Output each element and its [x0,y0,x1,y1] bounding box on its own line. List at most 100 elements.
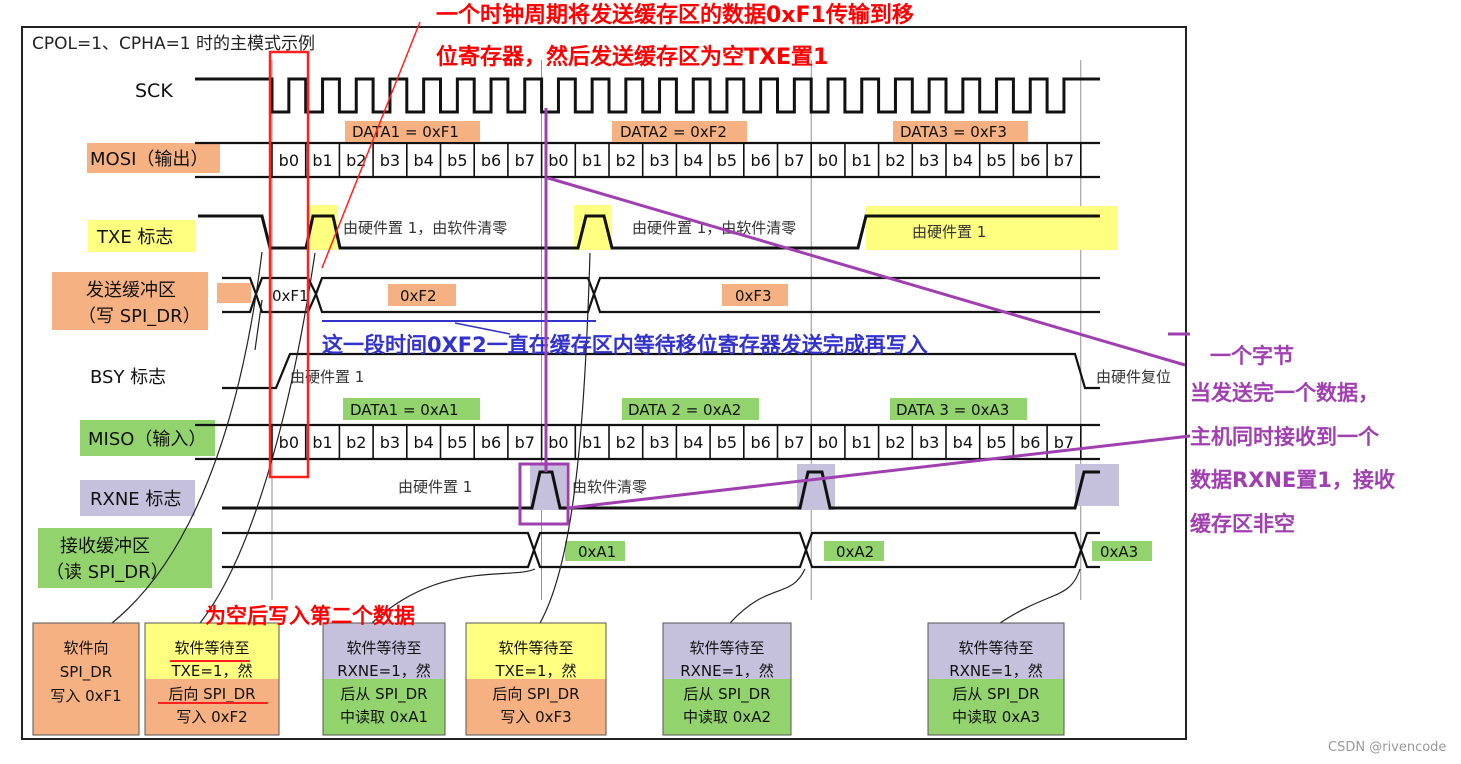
rxne-waveform [222,470,1100,510]
watermark: CSDN @rivencode [1328,740,1446,755]
label-miso: MISO（输入） [88,429,206,450]
miso-bit-label: b1 [312,433,332,452]
label-sck: SCK [135,80,173,102]
bsy-note-1: 由硬件置 1 [290,368,364,386]
label-bsy: BSY 标志 [90,367,166,388]
bsy-note-2: 由硬件复位 [1096,368,1171,386]
sck-square-wave [195,77,1100,114]
mosi-bit-label: b6 [750,151,770,170]
mosi-bit-label: b4 [413,151,433,170]
software-box-top [466,623,606,679]
txe-note-1: 由硬件置 1，由软件清零 [343,219,507,237]
mosi-bit-label: b1 [852,151,872,170]
diagram-title: CPOL=1、CPHA=1 时的主模式示例 [32,34,315,54]
miso-bit-label: b0 [548,433,568,452]
miso-bit-label: b4 [683,433,703,452]
rxbuf-a2-fill [824,541,884,561]
miso-bit-label: b2 [885,433,905,452]
software-box-text: 软件等待至 [958,639,1033,657]
label-txbuf-1: 发送缓冲区 [86,280,176,301]
mosi-bit-label: b3 [649,151,669,170]
miso-bit-label: b4 [953,433,973,452]
miso-bit-label: b4 [413,433,433,452]
miso-data1-bg [343,398,480,420]
software-box-text: 写入 0xF3 [500,708,571,726]
purple-rxne-box [518,462,570,526]
mosi-bit-label: b2 [346,151,366,170]
purple-annotation-byte: 一个字节 [1210,344,1294,368]
miso-data3-bg [890,398,1027,420]
blue-annotation: 这一段时间0XF2一直在缓存区内等待移位寄存器发送完成再写入 [322,333,928,357]
event-arrows [111,251,1081,624]
bsy-waveform [222,352,1100,390]
label-rxbuf-1: 接收缓冲区 [60,536,150,557]
red-annotation-line1: 一个时钟周期将发送缓存区的数据0xF1传输到移 [436,2,914,28]
mosi-bit-label: b7 [784,151,804,170]
miso-bit-label: b5 [447,433,467,452]
software-box-text: 软件向 [63,639,108,657]
mosi-bit-label: b7 [515,151,535,170]
miso-bit-label: b3 [919,433,939,452]
label-txbuf-bg [52,272,208,330]
mosi-bit-label: b5 [986,151,1006,170]
txbuf-f3-fill [722,284,788,306]
miso-bit-label: b0 [279,433,299,452]
miso-bit-label: b2 [346,433,366,452]
txbuf-bus [222,276,1100,314]
label-mosi: MOSI（输出） [90,149,208,170]
mosi-bit-label: b6 [481,151,501,170]
software-box-text: 中读取 0xA1 [340,708,428,726]
software-box-bottom [663,679,791,735]
miso-data2-bg [622,398,759,420]
mosi-data3-label: DATA3 = 0xF3 [900,123,1007,141]
label-rxbuf-bg [38,528,212,588]
miso-bit-label: b7 [515,433,535,452]
miso-bit-label: b7 [1054,433,1074,452]
mosi-bit-label: b7 [1054,151,1074,170]
purple-annotation-line4: 缓存区非空 [1190,512,1295,536]
rxbuf-bus [222,531,1100,569]
mosi-bit-label: b4 [683,151,703,170]
blue-pointer-line [454,322,511,335]
software-box-text: TXE=1，然 [170,662,252,680]
miso-bit-label: b7 [784,433,804,452]
miso-data2-label: DATA 2 = 0xA2 [628,401,741,419]
mosi-bit-label: b4 [953,151,973,170]
label-mosi-bg [87,143,220,173]
label-miso-bg [80,420,215,456]
software-box-border [465,622,607,736]
mosi-bit-label: b5 [717,151,737,170]
miso-data3-label: DATA 3 = 0xA3 [896,401,1009,419]
rxne-note-1: 由硬件置 1 [398,478,472,496]
purple-line-rxne [567,434,1191,510]
mosi-data3-bg [893,121,1028,142]
purple-line-byte [547,176,1186,367]
rxbuf-value-1: 0xA1 [578,543,616,561]
software-box-bottom [145,679,279,735]
mosi-data1-label: DATA1 = 0xF1 [352,123,459,141]
software-box-text: 中读取 0xA2 [683,708,771,726]
software-box-bottom [466,679,606,735]
miso-bit-label: b6 [1020,433,1040,452]
rxbuf-a3-fill [1092,541,1152,561]
software-box-text: 软件等待至 [689,639,764,657]
software-box-text: 中读取 0xA3 [952,708,1040,726]
red-highlight-b0 [268,50,310,479]
software-box-text: 软件等待至 [174,639,249,657]
miso-data1-label: DATA1 = 0xA1 [350,401,459,419]
software-box-text: 后向 SPI_DR [168,685,255,704]
purple-annotation-line1: 当发送完一个数据， [1190,381,1379,405]
label-rxbuf-2: （读 SPI_DR） [46,562,169,583]
red-annotation-bottom: 为空后写入第二个数据 [205,604,415,628]
miso-bit-label: b2 [616,433,636,452]
miso-bit-label: b5 [986,433,1006,452]
miso-bit-label: b0 [818,433,838,452]
software-box-text: RXNE=1，然 [949,662,1043,680]
